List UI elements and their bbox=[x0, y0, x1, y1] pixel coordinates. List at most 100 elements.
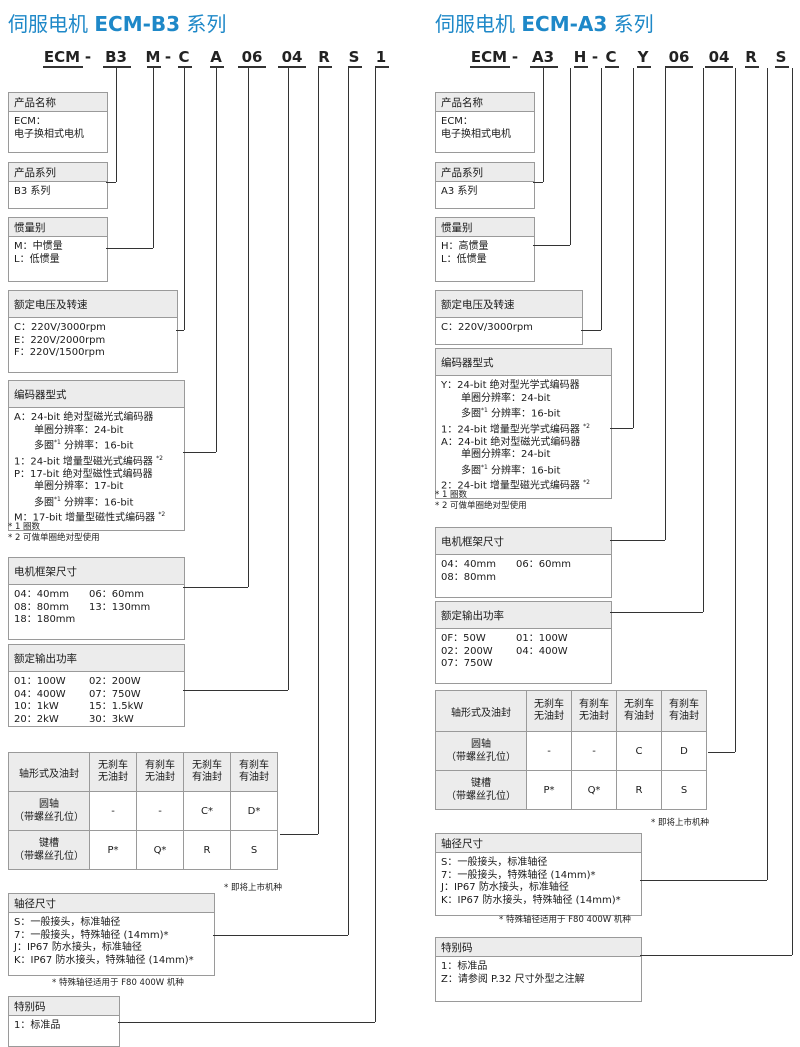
left-shaft-dia-note: * 特殊轴径适用于 F80 400W 机种 bbox=[52, 978, 184, 988]
right-shaft-table-header-row: 轴形式及油封无刹车无油封有刹车无油封无刹车有油封有刹车有油封 bbox=[435, 690, 707, 732]
left-shaft-col-header-line: 有油封 bbox=[192, 772, 222, 783]
right-frame-cell bbox=[516, 572, 591, 585]
right-inertia-header: 惯量别 bbox=[436, 218, 534, 237]
left-series-header: 产品系列 bbox=[9, 163, 107, 182]
left-shaft-table-row: 圆轴（带螺丝孔位）--C*D* bbox=[8, 791, 278, 831]
left-power-cell: 10：1kW bbox=[14, 701, 59, 712]
right-encoder-line: 1：24-bit 增量型光学式编码器 *2 bbox=[441, 422, 590, 436]
left-connector-v bbox=[248, 68, 250, 587]
right-product_name-header: 产品名称 bbox=[436, 93, 534, 112]
left-frame-cell bbox=[89, 614, 164, 627]
left-series-body: B3 系列 bbox=[9, 182, 107, 208]
right-shaft-table-cell: C bbox=[616, 731, 662, 771]
left-shaft_dia-line: 7：一般接头，特殊轴径 (14mm)* bbox=[14, 929, 169, 941]
left-encoder-note: * 1 圈数 bbox=[8, 522, 41, 532]
right-code-underline bbox=[470, 66, 510, 68]
right-connector-v bbox=[735, 68, 737, 752]
right-code-4: - bbox=[591, 48, 599, 66]
left-code-underline bbox=[103, 66, 131, 68]
left-encoder-line: A：24-bit 绝对型磁光式编码器 bbox=[14, 412, 154, 423]
right-encoder-line: 多圈*1 分辨率：16-bit bbox=[441, 407, 561, 420]
right-title: 伺服电机 ECM-A3 系列 bbox=[435, 8, 654, 37]
left-product_name-line: ECM： bbox=[14, 116, 46, 127]
right-shaft-row-label-line: 键槽 bbox=[471, 778, 491, 789]
left-inertia-header: 惯量别 bbox=[9, 218, 107, 237]
left-connector-v bbox=[116, 68, 118, 182]
right-encoder-line: Y：24-bit 绝对型光学式编码器 bbox=[441, 380, 580, 391]
right-connector-v bbox=[633, 68, 635, 428]
right-connector-h bbox=[610, 540, 665, 542]
left-shaft_dia-line: J：IP67 防水接头，标准轴径 bbox=[14, 942, 142, 953]
left-voltage-header: 额定电压及转速 bbox=[9, 291, 177, 318]
left-code-4: - bbox=[164, 48, 172, 66]
right-shaft-table-cell: R bbox=[616, 770, 662, 810]
right-code-0: ECM bbox=[470, 48, 508, 66]
right-frame-header: 电机框架尺寸 bbox=[436, 528, 611, 555]
left-shaft-row-label-line: （带螺丝孔位） bbox=[14, 812, 84, 823]
left-code-underline bbox=[43, 66, 83, 68]
right-code-10: S bbox=[775, 48, 787, 66]
right-frame-cell: 08：80mm bbox=[441, 571, 496, 583]
left-shaft_dia-line: K：IP67 防水接头，特殊轴径 (14mm)* bbox=[14, 954, 194, 966]
left-encoder-line: P：17-bit 绝对型磁性式编码器 bbox=[14, 468, 153, 480]
left-encoder-notes: * 1 圈数* 2 可做单圈绝对型使用 bbox=[8, 522, 100, 544]
right-special-line: 1：标准品 bbox=[441, 961, 488, 972]
left-shaft-table-header-row: 轴形式及油封无刹车无油封有刹车无油封无刹车有油封有刹车有油封 bbox=[8, 752, 278, 792]
right-shaft-table-corner: 轴形式及油封 bbox=[435, 690, 527, 732]
right-power-cell: 04：400W bbox=[516, 645, 568, 657]
right-shaft-table-col-header: 无刹车有油封 bbox=[616, 690, 662, 732]
right-series-header: 产品系列 bbox=[436, 163, 534, 182]
right-connector-v bbox=[570, 68, 572, 245]
right-shaft_dia-line: 7：一般接头，特殊轴径 (14mm)* bbox=[441, 869, 596, 881]
right-connector-v bbox=[543, 68, 545, 182]
left-shaft-table-col-header: 有刹车有油封 bbox=[230, 752, 278, 792]
right-code-5: C bbox=[605, 48, 617, 66]
left-code-underline bbox=[318, 66, 332, 68]
right-code-9: R bbox=[745, 48, 757, 66]
left-special-body: 1：标准品 bbox=[9, 1016, 119, 1046]
left-encoder-line: M：17-bit 增量型磁性式编码器 *2 bbox=[14, 511, 166, 524]
right-shaft-row-label-line: （带螺丝孔位） bbox=[446, 752, 516, 763]
right-code-underline bbox=[705, 66, 733, 68]
right-encoder-header: 编码器型式 bbox=[436, 349, 611, 376]
left-code-0: ECM bbox=[43, 48, 81, 66]
right-product_name-box: 产品名称 ECM：电子换相式电机 bbox=[435, 92, 535, 153]
left-title: 伺服电机 ECM-B3 系列 bbox=[8, 8, 226, 37]
right-code-underline bbox=[605, 66, 619, 68]
left-shaft-table-row-label: 键槽（带螺丝孔位） bbox=[8, 830, 90, 870]
left-code-underline bbox=[238, 66, 266, 68]
left-connector-h bbox=[183, 587, 248, 589]
right-shaft-col-header-line: 有刹车 bbox=[579, 699, 609, 710]
left-shaft_dia-header: 轴径尺寸 bbox=[9, 894, 214, 913]
right-power-cell: 01：100W bbox=[516, 633, 568, 644]
left-shaft-table-cell: S bbox=[230, 830, 278, 870]
left-frame-cell: 06：60mm bbox=[89, 589, 144, 600]
right-connector-v bbox=[703, 68, 705, 612]
left-frame-cell: 13：130mm bbox=[89, 601, 151, 613]
left-code-9: R bbox=[318, 48, 330, 66]
left-code-underline bbox=[210, 66, 224, 68]
right-code-2: A3 bbox=[531, 48, 555, 66]
right-product_name-line: 电子换相式电机 bbox=[441, 128, 511, 140]
right-product_name-line: ECM： bbox=[441, 116, 473, 127]
left-encoder-line: 多圈*1 分辨率：16-bit bbox=[14, 495, 134, 508]
right-code-underline bbox=[745, 66, 759, 68]
